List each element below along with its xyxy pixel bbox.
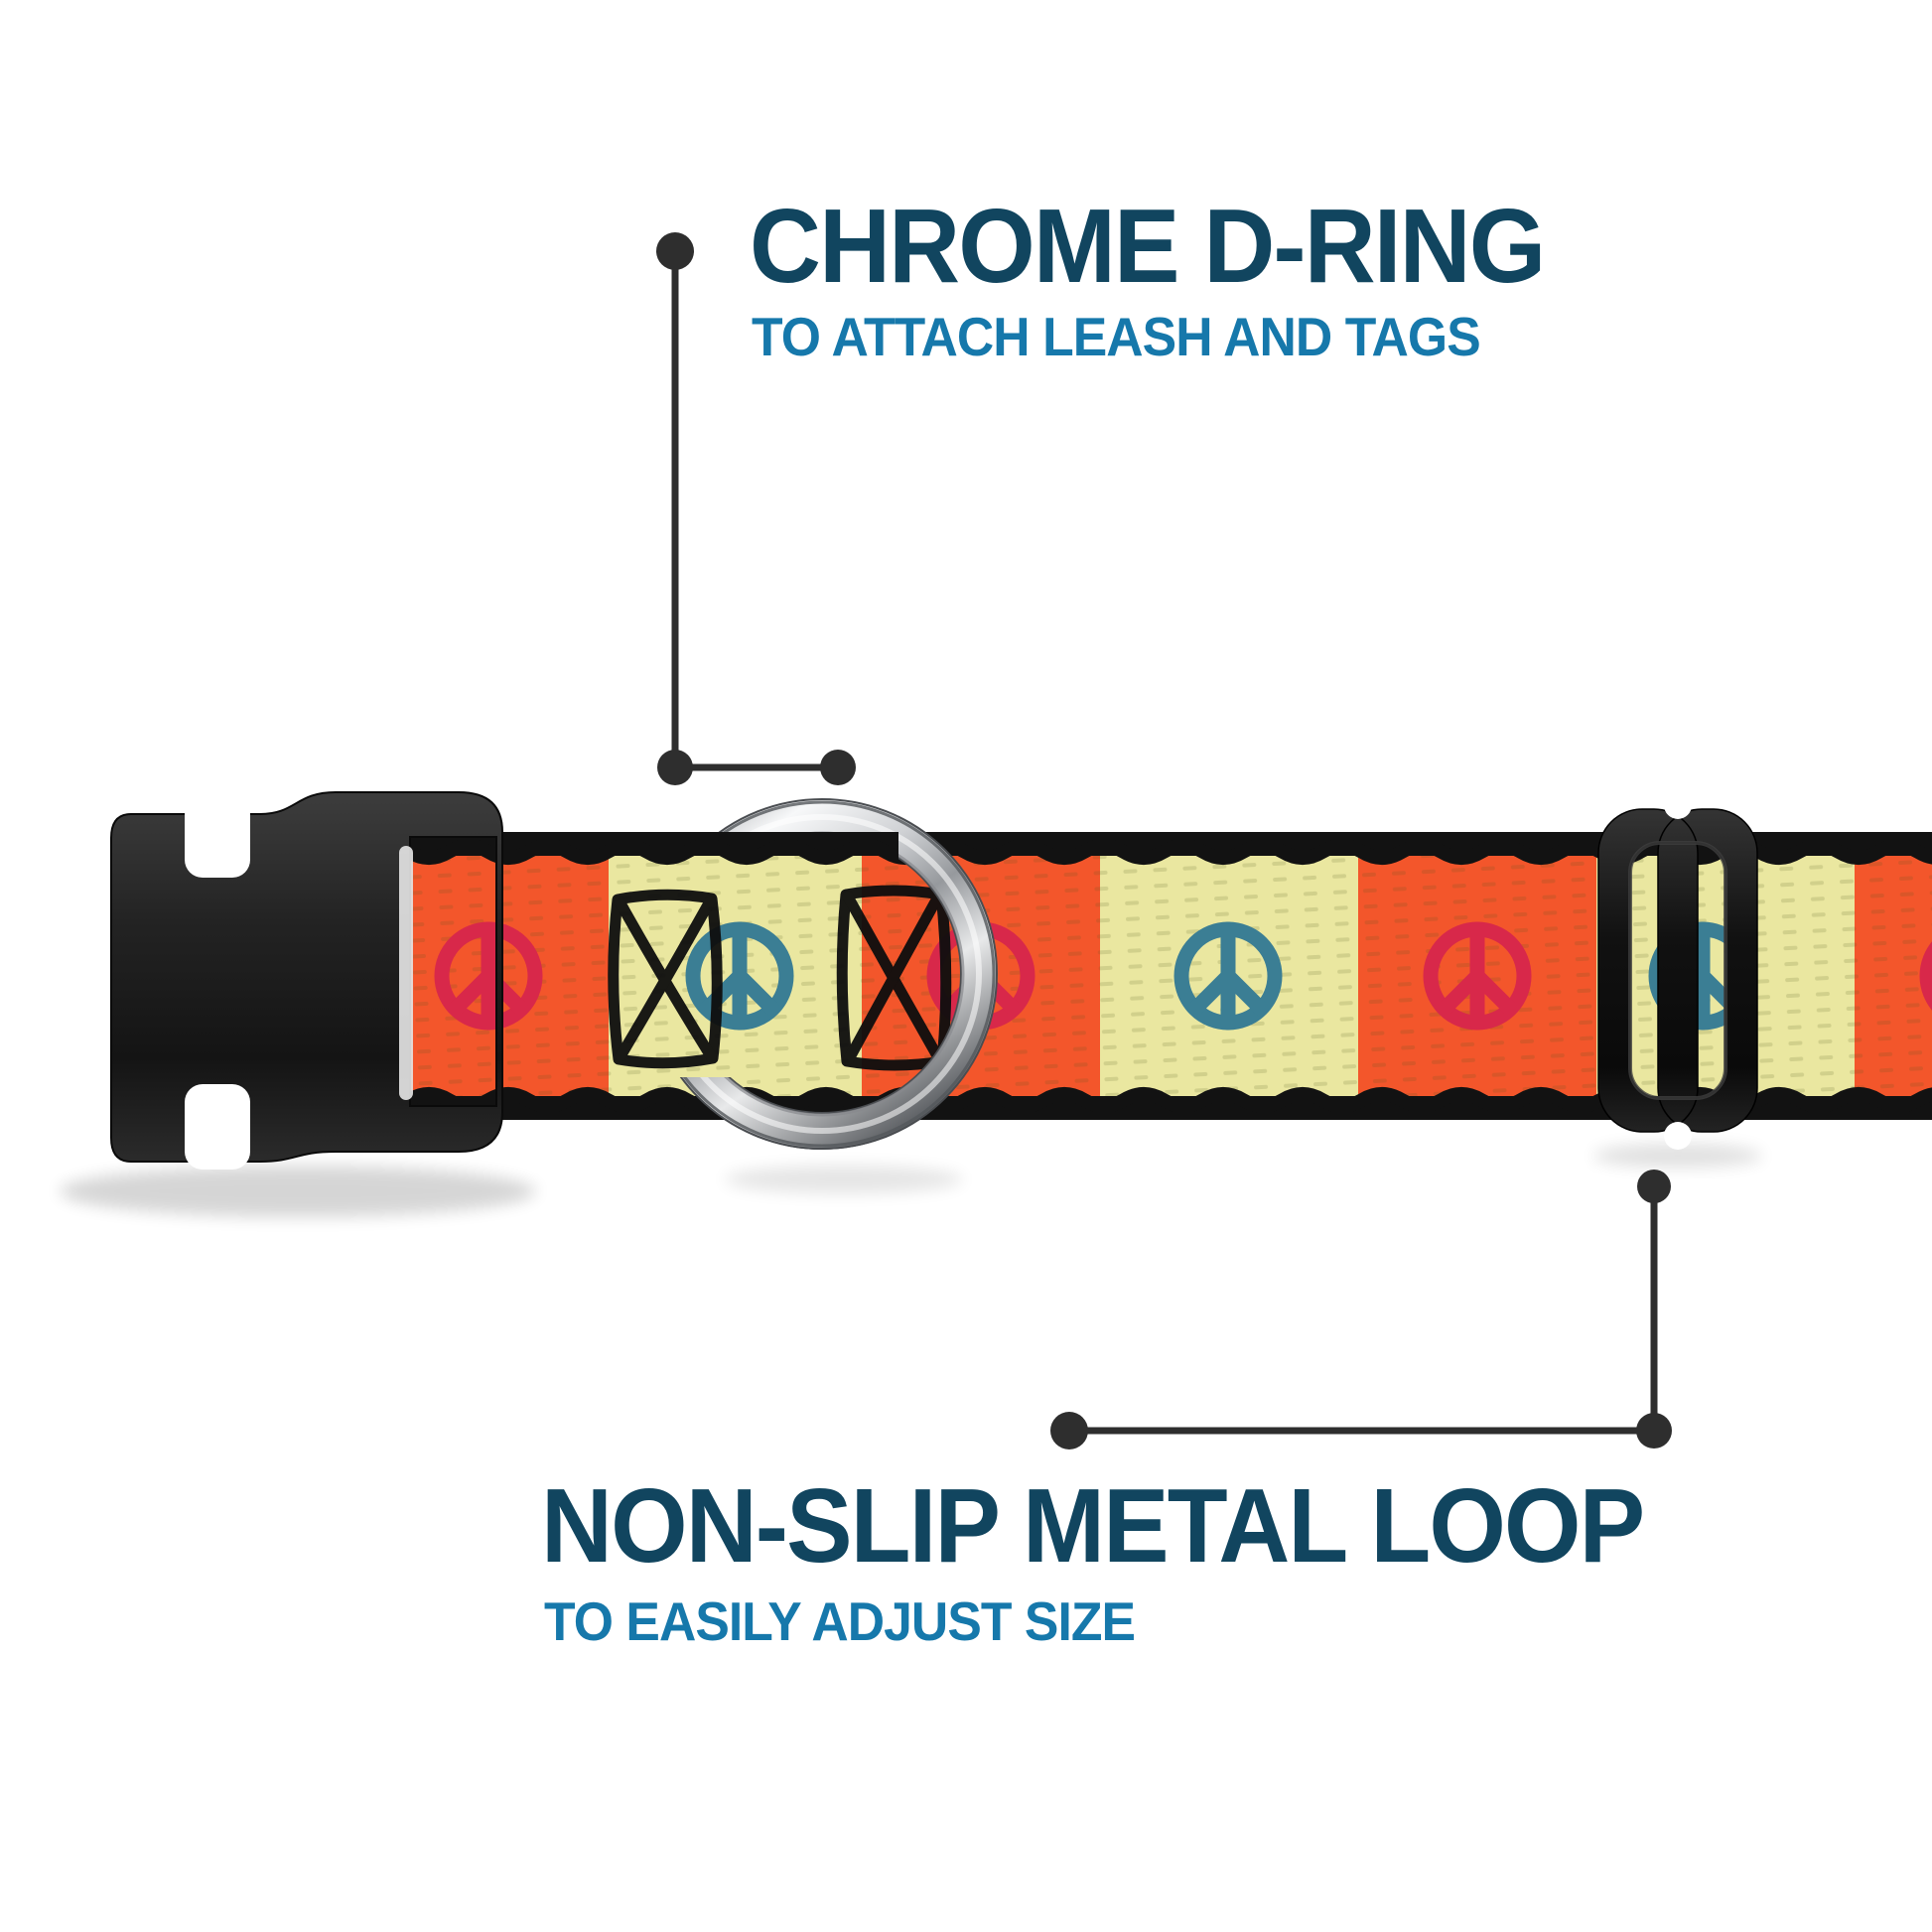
callout-dot xyxy=(1050,1412,1088,1449)
stitch-box xyxy=(608,889,723,1069)
callout-dot xyxy=(656,232,694,270)
buckle-slot xyxy=(399,846,413,1100)
callout-dring-line xyxy=(656,232,856,785)
callout-dot xyxy=(1637,1170,1671,1203)
buckle-notch xyxy=(185,792,250,878)
dring-title: CHROME D-RING xyxy=(750,188,1546,305)
metal-slider-loop xyxy=(1597,791,1758,1150)
callout-slider-line xyxy=(1050,1170,1672,1449)
buckle-notch xyxy=(185,1084,250,1170)
callout-dot xyxy=(657,750,693,785)
dring-subtitle: TO ATTACH LEASH AND TAGS xyxy=(752,306,1481,367)
callout-dot xyxy=(1636,1413,1672,1449)
callout-dot xyxy=(820,750,856,785)
side-release-buckle xyxy=(110,791,503,1170)
shadows xyxy=(60,1144,1762,1217)
slider-title: NON-SLIP METAL LOOP xyxy=(541,1467,1645,1585)
slider-subtitle: TO EASILY ADJUST SIZE xyxy=(544,1590,1136,1652)
